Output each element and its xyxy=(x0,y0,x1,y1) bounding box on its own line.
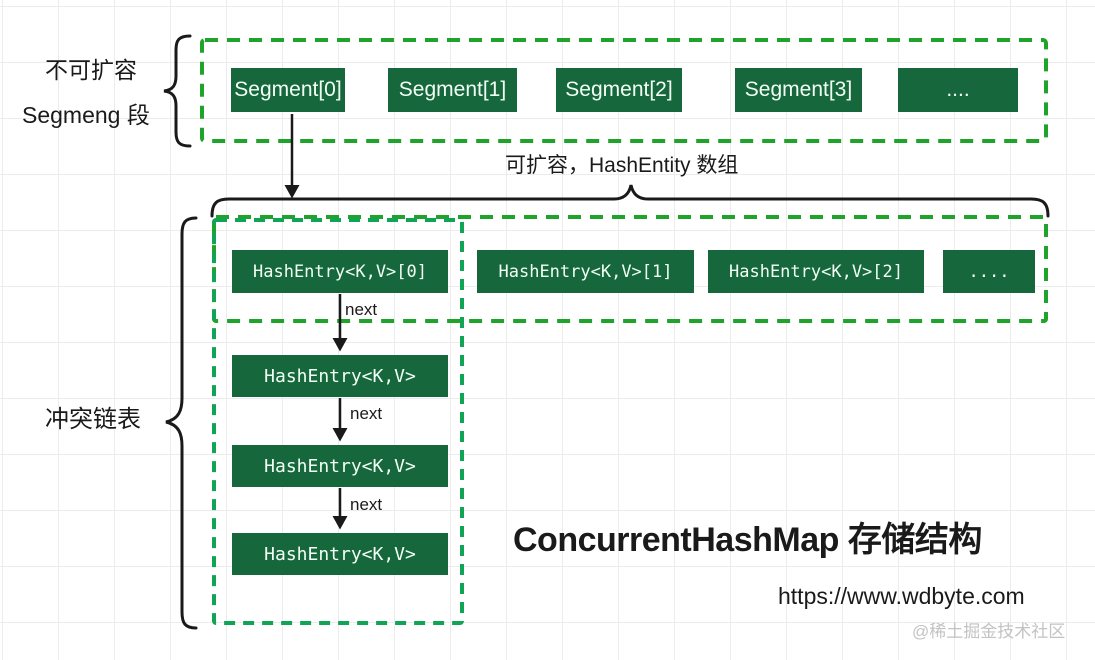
chain-node-3: HashEntry<K,V> xyxy=(232,533,448,575)
chain-section-label: 冲突链表 xyxy=(45,406,141,433)
next-label-3: next xyxy=(350,495,383,514)
hashentry-box-ellipsis: .... xyxy=(943,250,1035,293)
diagram-title: ConcurrentHashMap 存储结构 xyxy=(513,521,982,559)
segment-box-1: Segment[1] xyxy=(388,68,517,112)
segment-section-brace xyxy=(163,34,192,148)
segment-box-ellipsis: .... xyxy=(898,68,1018,112)
segment-box-2: Segment[2] xyxy=(556,68,682,112)
watermark-text: @稀土掘金技术社区 xyxy=(912,622,1066,641)
website-url: https://www.wdbyte.com xyxy=(778,583,1025,609)
chain-node-2: HashEntry<K,V> xyxy=(232,445,448,487)
hashentry-row-label: 可扩容，HashEntity 数组 xyxy=(505,154,739,177)
segment-box-0: Segment[0] xyxy=(231,68,345,112)
chain-node-1: HashEntry<K,V> xyxy=(232,355,448,397)
hashentry-row-brace xyxy=(210,184,1050,218)
segment-section-label-line1: 不可扩容 xyxy=(45,57,137,83)
segment-section-label-line2: Segmeng 段 xyxy=(22,102,150,128)
hashentry-box-2: HashEntry<K,V>[2] xyxy=(708,250,924,293)
next-label-1: next xyxy=(345,300,378,319)
chain-section-brace xyxy=(165,216,198,630)
hashentry-box-0: HashEntry<K,V>[0] xyxy=(232,250,448,293)
segment-box-3: Segment[3] xyxy=(735,68,862,112)
hashentry-box-1: HashEntry<K,V>[1] xyxy=(477,250,694,293)
next-label-2: next xyxy=(350,404,383,423)
